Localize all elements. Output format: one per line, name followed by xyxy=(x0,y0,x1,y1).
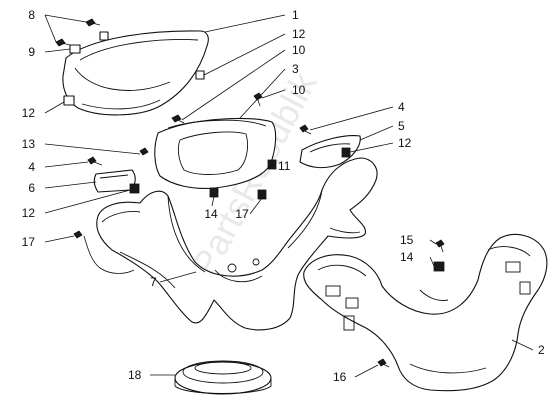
callout-4: 4 xyxy=(398,100,405,114)
callout-1: 1 xyxy=(292,8,299,22)
callout-2: 2 xyxy=(538,343,545,357)
callout-18: 18 xyxy=(128,368,142,382)
callout-11: 11 xyxy=(278,159,291,173)
callout-4: 4 xyxy=(28,160,35,174)
callout-labels: 8 9 12 1 12 10 3 10 4 5 12 13 4 6 11 12 … xyxy=(22,8,545,384)
callout-14: 14 xyxy=(204,207,218,221)
part-rear-handlebar-cover xyxy=(303,233,548,392)
callout-9: 9 xyxy=(28,45,35,59)
callout-12: 12 xyxy=(398,136,412,150)
callout-17: 17 xyxy=(22,235,36,249)
callout-16: 16 xyxy=(333,370,347,384)
callout-12: 12 xyxy=(22,206,36,220)
callout-10: 10 xyxy=(292,43,306,57)
callout-15: 15 xyxy=(400,233,414,247)
callout-17: 17 xyxy=(235,207,249,221)
callout-6: 6 xyxy=(28,181,35,195)
callout-7: 7 xyxy=(150,275,157,289)
fasteners xyxy=(55,18,445,368)
callout-10: 10 xyxy=(292,83,306,97)
callout-14: 14 xyxy=(400,250,414,264)
callout-3: 3 xyxy=(292,62,299,76)
part-bracket xyxy=(93,169,136,193)
part-instrument-cover xyxy=(154,117,277,189)
part-upper-cover xyxy=(62,30,209,116)
callout-5: 5 xyxy=(398,119,405,133)
callout-12: 12 xyxy=(292,27,306,41)
part-front-handlebar-cover xyxy=(96,157,378,331)
callout-12: 12 xyxy=(22,106,36,120)
leader-lines xyxy=(44,14,534,378)
callout-8: 8 xyxy=(28,8,35,22)
cable-line xyxy=(83,235,135,274)
part-round-lens xyxy=(174,360,272,395)
callout-13: 13 xyxy=(22,137,36,151)
part-small-cover xyxy=(299,135,361,169)
